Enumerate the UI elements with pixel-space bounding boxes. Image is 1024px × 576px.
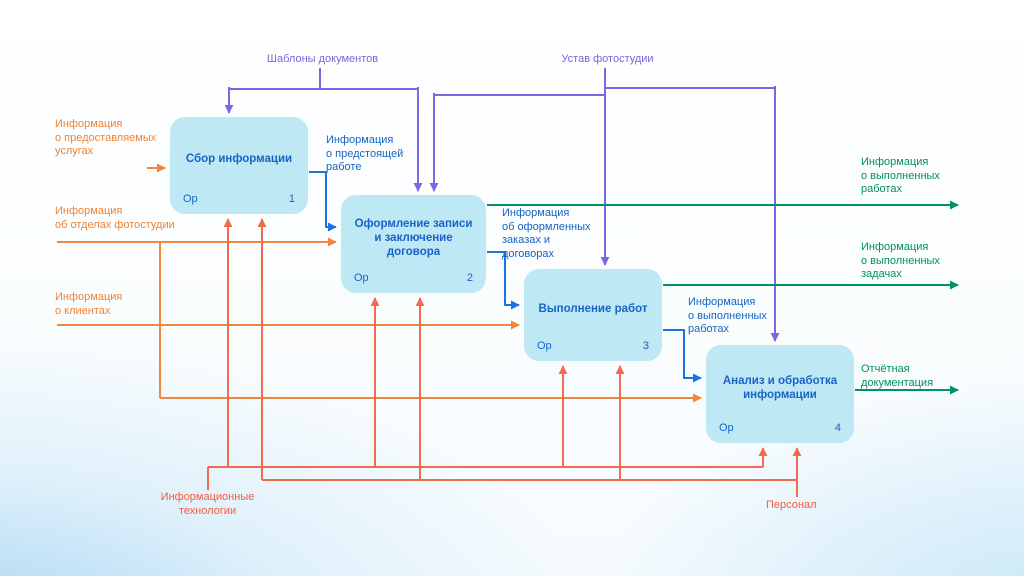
mechanism-label-it: Информационные технологии: [160, 491, 255, 517]
input-arrows: [57, 163, 702, 403]
input-label-departments: Информация об отделах фотостудии: [55, 205, 175, 231]
flow-arrows: [309, 171, 702, 383]
input-label-clients: Информация о клиентах: [55, 291, 123, 317]
control-label-document-templates: Шаблоны документов: [266, 53, 379, 65]
flow-label-upcoming-work: Информация о предстоящей работе: [326, 134, 404, 173]
process-box-1-footer: Ор 1: [170, 193, 308, 214]
process-box-2: Оформление записи и заключение договора …: [341, 195, 486, 293]
output-arrows: [487, 200, 959, 395]
mechanism-label-personnel: Персонал: [766, 499, 817, 511]
control-label-studio-charter: Устав фотостудии: [561, 53, 654, 65]
flow-arrow-box3-box4: [663, 329, 702, 383]
process-box-3-footer: Ор 3: [524, 340, 662, 361]
process-box-2-title: Оформление записи и заключение договора: [354, 217, 473, 258]
process-box-4-op: Ор: [719, 422, 734, 434]
process-box-2-number: 2: [466, 272, 473, 284]
process-box-3-number: 3: [642, 340, 649, 352]
process-box-2-footer: Ор 2: [341, 272, 486, 293]
control-arrows: [224, 68, 780, 342]
process-box-4-number: 4: [834, 422, 841, 434]
flow-label-completed-works: Информация о выполненных работах: [688, 296, 767, 335]
process-box-1: Сбор информации Ор 1: [170, 117, 308, 214]
output-label-report-docs: Отчётная документация: [861, 363, 934, 389]
process-box-3-op: Ор: [537, 340, 552, 352]
process-box-4: Анализ и обработка информации Ор 4: [706, 345, 854, 443]
flow-arrow-box2-box3: [487, 251, 520, 310]
flow-label-orders-contracts: Информация об оформленных заказах и дого…: [502, 207, 591, 260]
process-box-1-op: Ор: [183, 193, 198, 205]
process-box-4-title: Анализ и обработка информации: [722, 374, 838, 401]
process-box-1-title: Сбор информации: [185, 153, 293, 165]
process-box-1-number: 1: [288, 193, 295, 205]
process-box-4-footer: Ор 4: [706, 422, 854, 443]
mechanism-arrows: [207, 218, 802, 497]
output-label-completed-tasks: Информация о выполненных задачах: [861, 241, 940, 280]
output-label-completed-works: Информация о выполненных работах: [861, 156, 940, 195]
process-box-3: Выполнение работ Ор 3: [524, 269, 662, 361]
process-box-2-op: Ор: [354, 272, 369, 284]
flow-arrow-box1-box2: [309, 171, 337, 232]
input-label-services: Информация о предоставляемых услугах: [55, 118, 157, 157]
process-box-3-title: Выполнение работ: [538, 302, 648, 315]
